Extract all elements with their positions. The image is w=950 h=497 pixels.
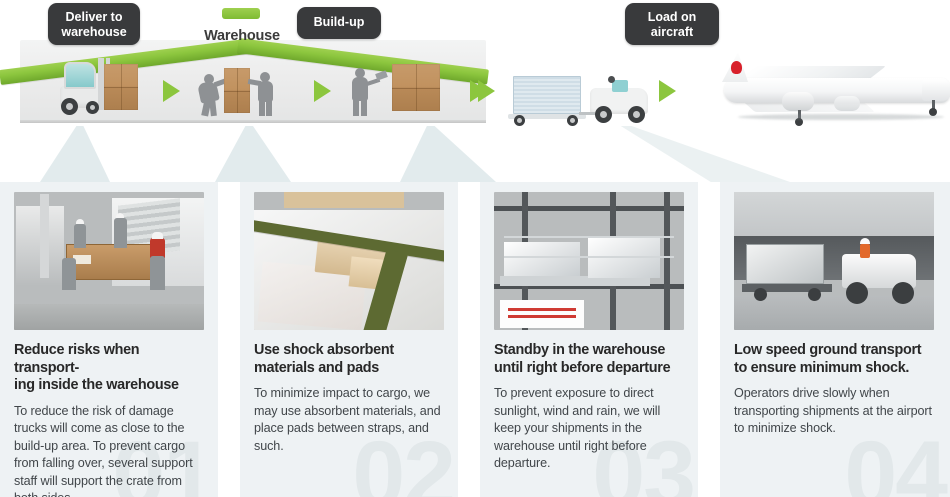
connector-funnel-1 xyxy=(40,126,110,182)
green-play-arrow-icon-4 xyxy=(478,80,495,102)
card-body: To reduce the risk of damage trucks will… xyxy=(14,403,193,497)
card-watermark-number: 04 xyxy=(844,422,948,497)
connector-funnel-3 xyxy=(400,126,496,182)
connector-funnel-4 xyxy=(620,126,790,182)
card-watermark-number: 01 xyxy=(112,422,216,497)
badge-line-2: aircraft xyxy=(650,24,694,39)
badge-line-1: Build-up xyxy=(313,15,365,29)
card-body: Operators drive slowly when transporting… xyxy=(734,386,932,435)
badge-line-2: warehouse xyxy=(61,24,127,39)
warning-sign xyxy=(500,300,584,328)
badge-line-1: Load on xyxy=(647,10,697,24)
badge-load-on-aircraft[interactable]: Load on aircraft xyxy=(625,3,719,45)
green-play-arrow-icon-2 xyxy=(314,80,331,102)
green-play-arrow-icon-1 xyxy=(163,80,180,102)
green-play-arrow-icon-5 xyxy=(659,80,676,102)
cargo-box-icon-1 xyxy=(104,64,138,110)
card-photo-shock-absorbent xyxy=(254,192,444,330)
airline-tail-logo xyxy=(731,61,742,74)
card-photo-warehouse-racking xyxy=(494,192,684,330)
card-text-block: Reduce risks when transport-ing inside t… xyxy=(14,342,204,497)
badge-line-1: Deliver to xyxy=(65,10,123,24)
card-photo-ground-transport xyxy=(734,192,934,330)
connector-funnel-2 xyxy=(215,126,291,182)
process-banner: Warehouse xyxy=(0,0,950,182)
card-title: Reduce risks when transport-ing inside t… xyxy=(14,342,179,393)
card-watermark-number: 02 xyxy=(352,422,456,497)
card-body: To prevent exposure to direct sunlight, … xyxy=(494,386,661,470)
warehouse-label: Warehouse xyxy=(204,28,280,44)
cargo-aircraft-icon xyxy=(686,52,950,128)
badge-build-up[interactable]: Build-up xyxy=(297,7,381,39)
warehouse-roof-peak xyxy=(222,8,260,19)
card-watermark-number: 03 xyxy=(592,422,696,497)
detail-card-row: 01 Reduce risks when transport-ing insid… xyxy=(0,182,950,497)
card-photo-warehouse-loading xyxy=(14,192,204,330)
detail-card-01[interactable]: 01 Reduce risks when transport-ing insid… xyxy=(0,182,218,497)
badge-deliver-to-warehouse[interactable]: Deliver to warehouse xyxy=(48,3,140,45)
card-body: To minimize impact to cargo, we may use … xyxy=(254,386,441,453)
cargo-box-icon-2 xyxy=(392,64,440,111)
